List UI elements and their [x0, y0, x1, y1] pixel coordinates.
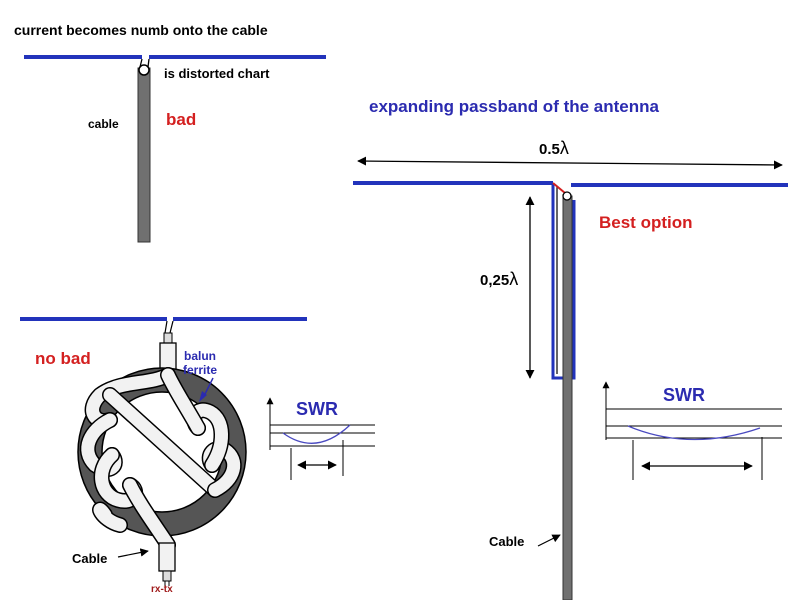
balun-windings [79, 367, 242, 553]
balun-feed-wire-left [164, 320, 168, 334]
best-feedpoint [562, 191, 572, 201]
bad-dipole-cable [137, 67, 151, 243]
best-cable-label: Cable [489, 534, 525, 549]
balun-top-connector [163, 332, 173, 344]
half-wave-arrow [357, 156, 783, 170]
swr-narrow-curve [282, 424, 351, 444]
best-dipole-group [353, 156, 788, 600]
bad-dipole-feed-wire-right [147, 58, 150, 68]
half-wave-label: 0.5λ [539, 138, 569, 158]
bad-verdict: bad [166, 110, 197, 129]
right-title: expanding passband of the antenna [369, 97, 659, 116]
best-option-verdict: Best option [599, 213, 693, 232]
balun-pointer-arrowhead [199, 391, 207, 402]
balun-bottom-cable [158, 542, 176, 572]
distorted-chart-note: is distorted chart [164, 66, 270, 81]
bad-dipole-group [24, 55, 326, 243]
quarter-wave-label: 0,25λ [480, 269, 519, 289]
best-cable-pointer [537, 534, 561, 547]
bad-dipole-feedpoint [138, 64, 150, 76]
bad-dipole-feed-wire-left [139, 58, 143, 68]
rx-tx-port-label: rx-tx [151, 584, 173, 595]
no-bad-verdict: no bad [35, 349, 91, 368]
balun-label-line2: ferrite [183, 363, 218, 377]
top-cable-label: cable [88, 117, 119, 131]
lambda-symbol: λ [559, 138, 569, 158]
balun-bottom-connector [162, 570, 172, 582]
top-caption: current becomes numb onto the cable [14, 22, 268, 38]
swr-wide-label: SWR [663, 385, 705, 405]
balun-feed-wire-right [169, 320, 174, 334]
swr-wide-curve [627, 425, 761, 441]
swr-graph-wide [602, 381, 782, 480]
best-feed-wire [552, 182, 566, 194]
balun-cable-pointer [117, 548, 149, 558]
best-dipole-cable [562, 195, 573, 600]
lambda-symbol: λ [509, 269, 519, 289]
balun-dipole-group [20, 317, 307, 586]
balun-cable-label: Cable [72, 551, 108, 566]
swr-graph-narrow [266, 397, 375, 480]
balun-label-line1: balun [184, 349, 216, 363]
swr-narrow-label: SWR [296, 399, 338, 419]
